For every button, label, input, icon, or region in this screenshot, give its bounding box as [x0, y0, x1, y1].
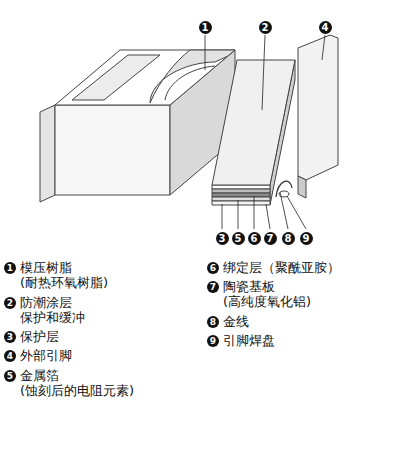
callout-number: 8: [282, 232, 295, 245]
body-front: [55, 105, 170, 195]
callout-number: 7: [264, 232, 277, 245]
callout-number: 9: [207, 335, 219, 347]
external-lead: [298, 35, 338, 180]
layer: [212, 193, 270, 197]
layer: [212, 201, 270, 205]
left-lead: [40, 105, 55, 202]
callout-number: 2: [259, 21, 272, 34]
callout-number: 3: [4, 331, 16, 343]
layer: [212, 185, 270, 189]
part-description: 保护层: [20, 329, 59, 344]
callout-number: 1: [199, 21, 212, 34]
layer: [212, 197, 270, 201]
callout-number: 3: [216, 232, 229, 245]
part-description: 模压树脂 (耐热环氧树脂): [20, 260, 138, 290]
body-top: [55, 50, 235, 105]
resin-cutaway: [150, 50, 235, 103]
callout-number: 6: [248, 232, 261, 245]
embedded-lead: [72, 55, 160, 100]
cutaway-edge: [165, 66, 215, 100]
moisture-coating: [212, 60, 295, 185]
callout-number: 6: [207, 262, 219, 274]
part-description: 外部引脚: [20, 348, 72, 363]
part-description: 金属箔 (蚀刻后的电阻元素): [20, 368, 138, 398]
part-description: 引脚焊盘: [223, 333, 275, 348]
callout-number: 5: [232, 232, 245, 245]
leader-lines: [205, 35, 325, 229]
callout-number: 7: [207, 281, 219, 293]
callout-number: 1: [4, 262, 16, 274]
layer: [212, 189, 270, 193]
gold-wire: [276, 181, 292, 197]
part-description: 绑定层（聚酰亚胺）: [223, 260, 340, 275]
lead-fold: [298, 176, 306, 198]
callout-number: 9: [300, 232, 313, 245]
callout-number: 4: [4, 350, 16, 362]
part-description: 防潮涂层 保护和缓冲: [20, 295, 138, 325]
callout-number: 5: [4, 370, 16, 382]
callout-number: 4: [319, 21, 332, 34]
part-description: 金线: [223, 314, 249, 329]
callout-number: 2: [4, 297, 16, 309]
callout-number: 8: [207, 316, 219, 328]
part-description: 陶瓷基板 (高纯度氧化铝): [223, 279, 323, 309]
